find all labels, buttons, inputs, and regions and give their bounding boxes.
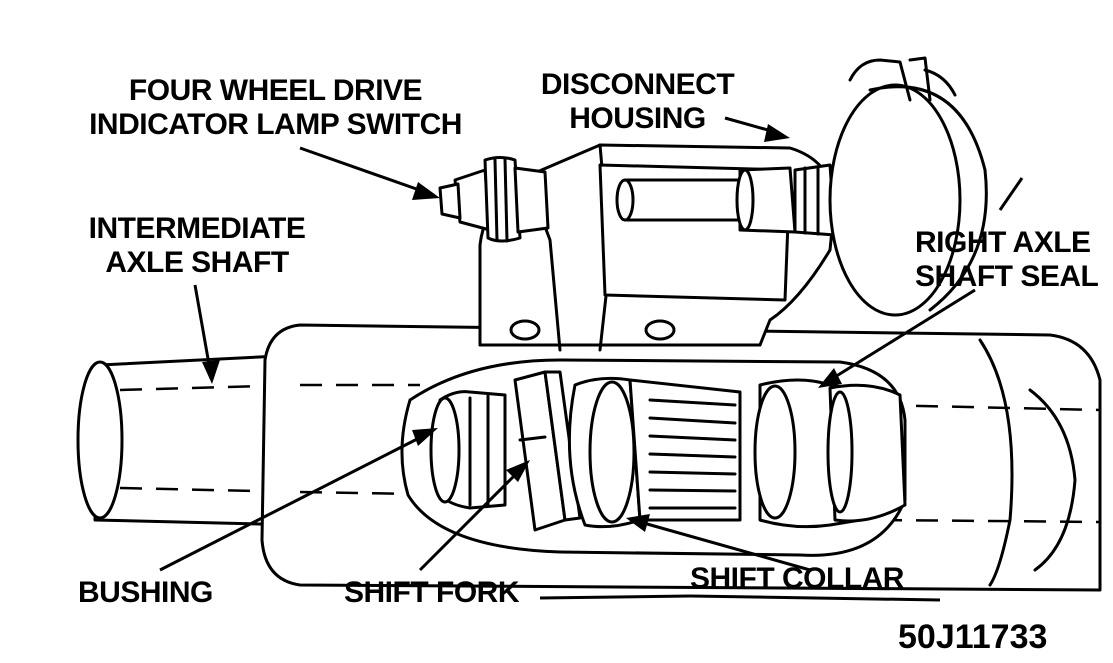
label-disconnect-line1: DISCONNECT	[540, 68, 735, 101]
label-bushing: BUSHING	[78, 576, 213, 609]
shift-collar-part	[567, 376, 742, 529]
label-intermediate-line1: INTERMEDIATE	[88, 212, 306, 245]
label-shift-collar: SHIFT COLLAR	[690, 562, 904, 595]
label-disconnect-housing: DISCONNECT HOUSING	[525, 68, 750, 136]
intermediate-axle-shaft	[76, 353, 302, 527]
label-right-axle-shaft-seal: RIGHT AXLE SHAFT SEAL	[915, 226, 1113, 294]
label-shift-fork: SHIFT FORK	[344, 576, 520, 609]
label-four-wheel-drive-switch: FOUR WHEEL DRIVE INDICATOR LAMP SWITCH	[58, 74, 493, 142]
vacuum-motor-canister	[828, 56, 1024, 317]
bushing-part	[429, 390, 507, 510]
right-axle-shaft-part	[753, 378, 907, 529]
leader-lines	[159, 116, 976, 602]
label-right-axle-line1: RIGHT AXLE	[915, 226, 1091, 259]
figure-reference-number: 50J11733	[898, 618, 1048, 656]
disconnect-inner-shaft	[615, 163, 837, 237]
label-right-axle-line2: SHAFT SEAL	[915, 260, 1099, 293]
indicator-lamp-switch-part	[438, 156, 550, 243]
shift-fork-part	[513, 370, 582, 532]
label-disconnect-line2: HOUSING	[569, 102, 706, 135]
label-four-wheel-drive-line1: FOUR WHEEL DRIVE	[128, 74, 423, 107]
label-intermediate-line2: AXLE SHAFT	[105, 246, 289, 279]
label-intermediate-axle-shaft: INTERMEDIATE AXLE SHAFT	[72, 212, 322, 280]
label-four-wheel-drive-line2: INDICATOR LAMP SWITCH	[89, 108, 462, 141]
